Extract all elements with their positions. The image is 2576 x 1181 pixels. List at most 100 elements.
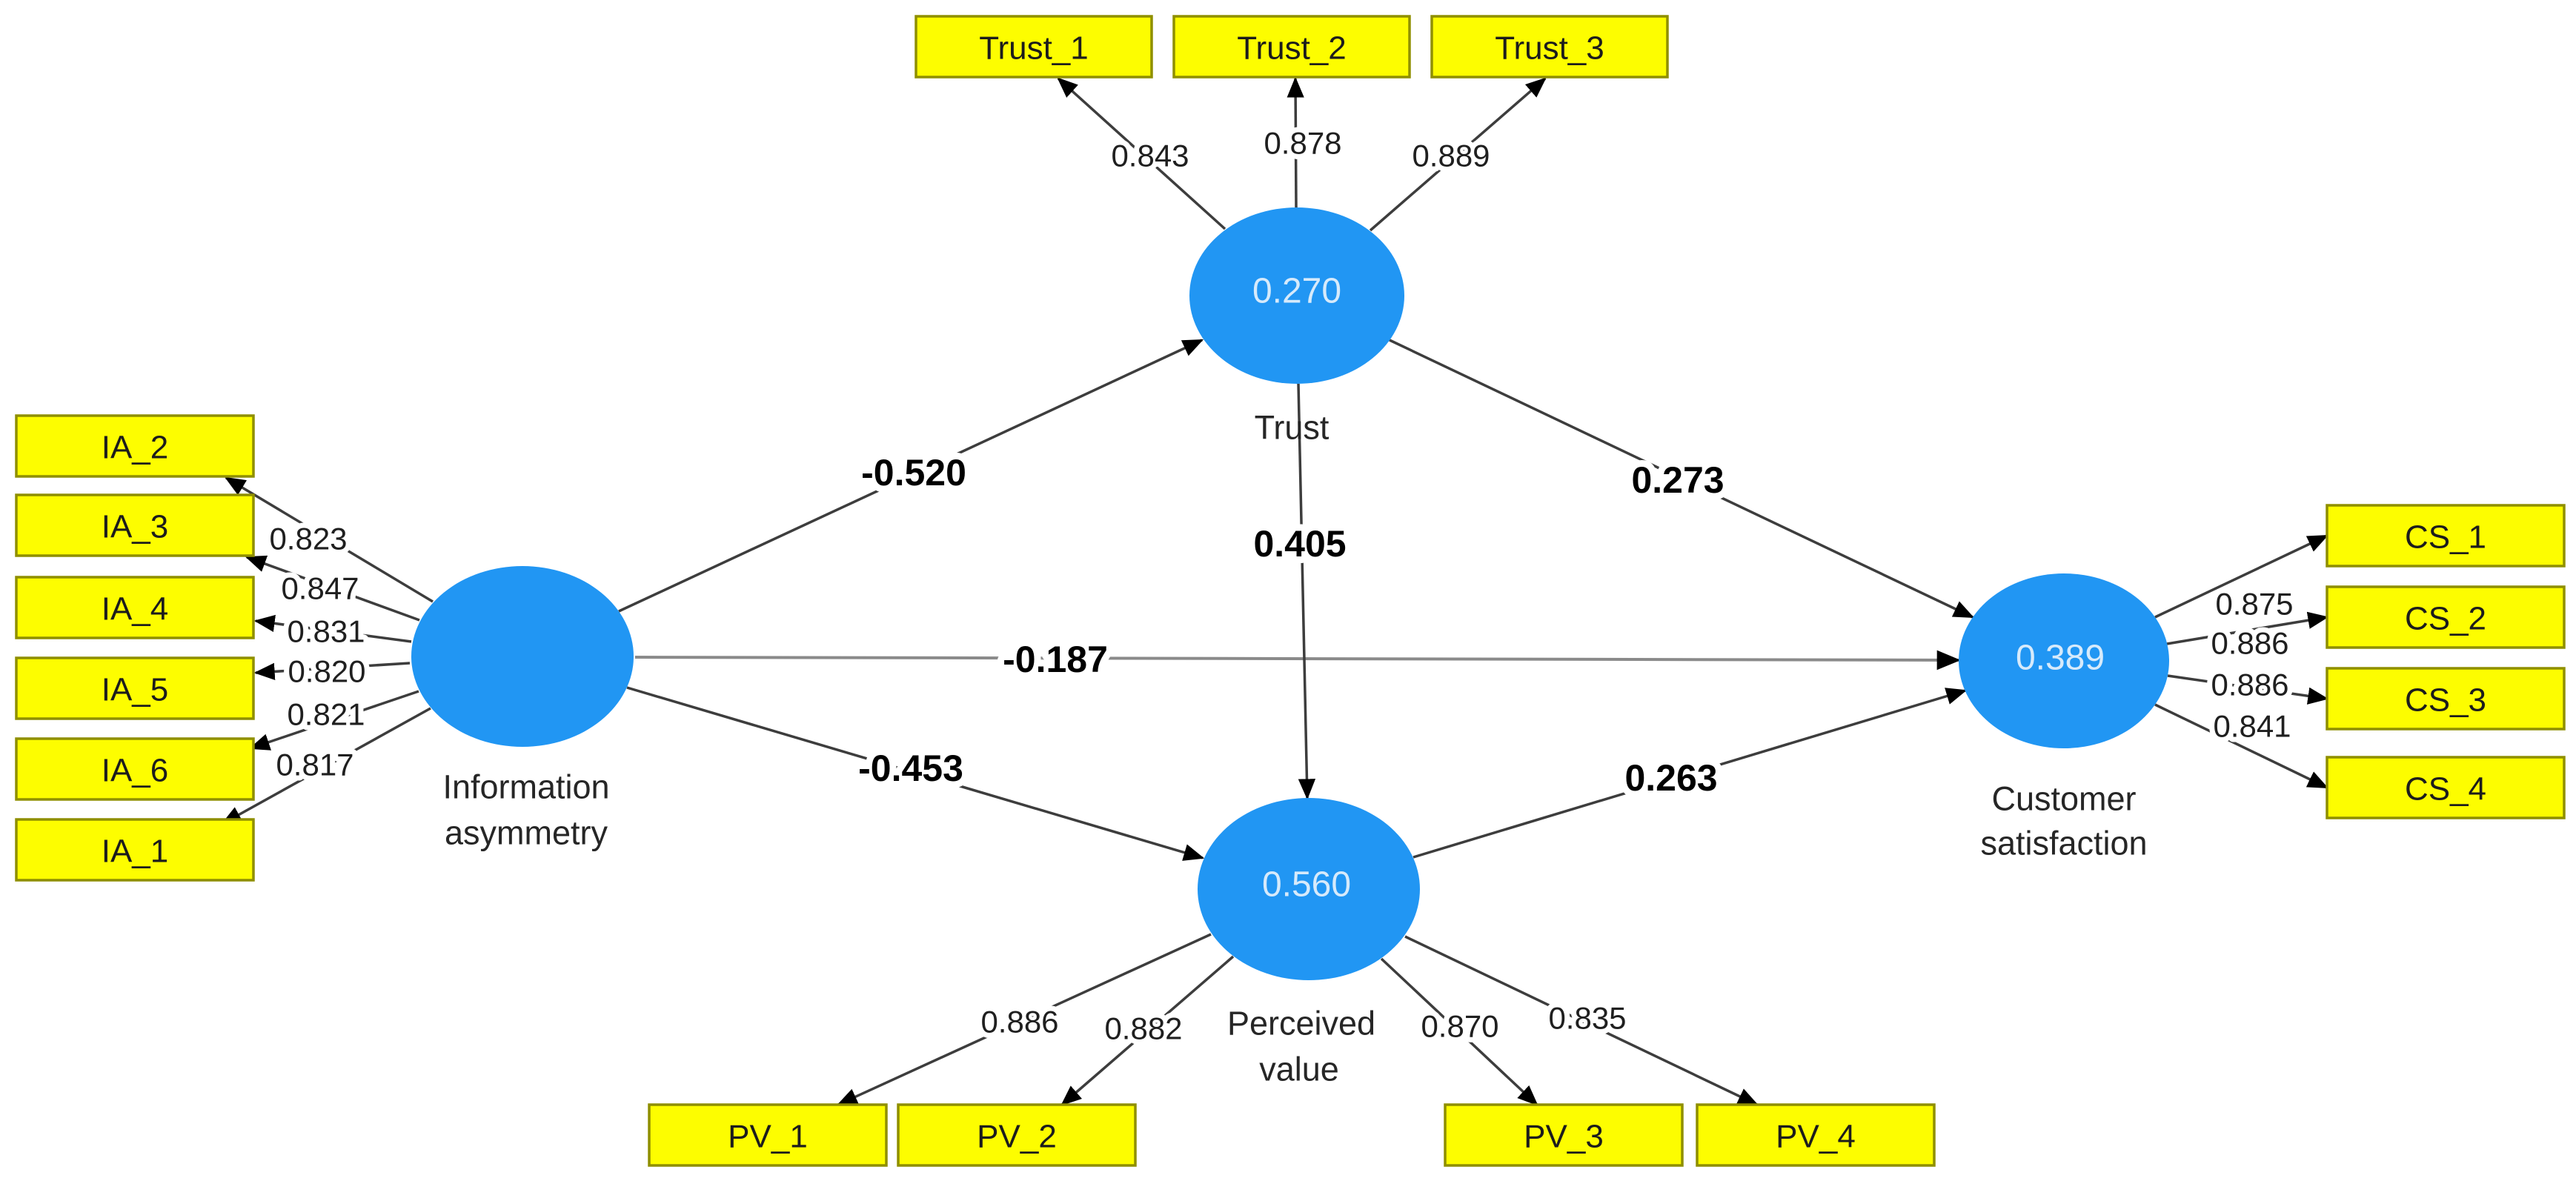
loading-value-pv-4: 0.835 <box>1548 1001 1626 1036</box>
indicator-box-cs-4[interactable] <box>2326 756 2566 819</box>
construct-ellipse-perceived-value[interactable] <box>1198 798 1420 980</box>
indicator-box-pv-1[interactable] <box>648 1103 888 1167</box>
indicator-box-cs-2[interactable] <box>2326 585 2566 649</box>
indicator-ia-1: IA_1 <box>15 818 255 882</box>
indicator-box-ia-6[interactable] <box>15 737 255 801</box>
construct-ellipse-trust[interactable] <box>1189 207 1404 384</box>
path-arrow-trust-to-pv[interactable] <box>1297 383 1316 800</box>
indicator-arrow-pv-4[interactable] <box>1404 935 1759 1106</box>
indicator-trust-2: Trust_2 <box>1172 15 1411 79</box>
indicator-label-pv-1: PV_1 <box>728 1119 808 1155</box>
loading-value-ia-5: 0.820 <box>288 654 365 689</box>
indicator-label-ia-1: IA_1 <box>102 834 169 870</box>
indicator-box-ia-2[interactable] <box>15 414 255 478</box>
indicator-arrow-cs-3[interactable] <box>2167 674 2329 705</box>
indicator-label-pv-4: PV_4 <box>1776 1119 1856 1155</box>
construct-ellipse-customer-satisfaction[interactable] <box>1959 573 2169 748</box>
indicator-box-ia-5[interactable] <box>15 656 255 720</box>
indicator-box-pv-3[interactable] <box>1444 1103 1684 1167</box>
indicator-ia-2: IA_2 <box>15 414 255 478</box>
indicator-arrow-cs-1[interactable] <box>2154 534 2329 619</box>
indicator-label-pv-2: PV_2 <box>977 1119 1057 1155</box>
indicator-label-trust-1: Trust_1 <box>979 30 1089 67</box>
loading-value-trust-3: 0.889 <box>1412 139 1490 173</box>
path-arrow-ia-to-cs[interactable] <box>634 650 1961 671</box>
indicator-box-trust-1[interactable] <box>914 15 1153 79</box>
loading-value-cs-2: 0.886 <box>2211 626 2288 661</box>
indicator-cs-4: CS_4 <box>2326 756 2566 819</box>
indicator-arrow-cs-2[interactable] <box>2166 611 2329 645</box>
indicator-pv-2: PV_2 <box>897 1103 1137 1167</box>
indicator-box-cs-1[interactable] <box>2326 504 2566 568</box>
path-arrow-pv-to-cs[interactable] <box>1413 688 1968 859</box>
path-arrow-ia-to-trust[interactable] <box>618 339 1204 613</box>
loading-labels: 0.843 0.878 0.889 0.823 0.847 0.831 0.82… <box>264 121 2298 1051</box>
r-squared-perceived-value: 0.560 <box>1262 865 1351 905</box>
loading-value-pv-1: 0.886 <box>980 1005 1058 1039</box>
indicator-arrow-ia-4[interactable] <box>253 614 412 643</box>
indicator-ia-4: IA_4 <box>15 576 255 639</box>
construct-ellipse-information-asymmetry[interactable] <box>411 566 634 747</box>
coef-trust-to-pv: 0.405 <box>1253 523 1346 565</box>
indicator-arrow-cs-4[interactable] <box>2154 703 2329 789</box>
indicator-box-cs-3[interactable] <box>2326 667 2566 731</box>
path-arrow-ia-to-pv[interactable] <box>626 686 1205 861</box>
loading-value-ia-3: 0.847 <box>281 571 359 606</box>
indicator-label-ia-2: IA_2 <box>102 430 169 466</box>
indicator-arrow-trust-3[interactable] <box>1369 77 1547 232</box>
indicator-cs-3: CS_3 <box>2326 667 2566 731</box>
indicator-arrow-pv-2[interactable] <box>1060 955 1235 1106</box>
indicator-arrows <box>220 76 2329 1106</box>
indicator-trust-3: Trust_3 <box>1430 15 1669 79</box>
loading-value-cs-1: 0.875 <box>2215 587 2293 622</box>
construct-label-trust: Trust <box>1255 409 1330 447</box>
construct-label-information-asymmetry-line1: Information <box>442 768 609 806</box>
indicator-box-ia-1[interactable] <box>15 818 255 882</box>
coef-trust-to-cs: 0.273 <box>1631 459 1724 501</box>
indicator-box-trust-2[interactable] <box>1172 15 1411 79</box>
indicator-label-cs-2: CS_2 <box>2405 601 2486 637</box>
indicator-arrow-pv-3[interactable] <box>1380 957 1538 1106</box>
indicator-pv-4: PV_4 <box>1696 1103 1936 1167</box>
indicator-box-ia-4[interactable] <box>15 576 255 639</box>
indicator-box-ia-3[interactable] <box>15 493 255 557</box>
loading-value-trust-2: 0.878 <box>1264 126 1341 161</box>
indicator-arrow-ia-3[interactable] <box>245 555 420 622</box>
indicator-arrow-ia-1[interactable] <box>220 707 431 825</box>
indicator-box-pv-4[interactable] <box>1696 1103 1936 1167</box>
indicator-pv-1: PV_1 <box>648 1103 888 1167</box>
construct-information-asymmetry: Information asymmetry <box>411 566 634 852</box>
indicator-label-cs-4: CS_4 <box>2405 771 2486 808</box>
indicator-pv-3: PV_3 <box>1444 1103 1684 1167</box>
indicator-arrow-trust-1[interactable] <box>1057 77 1226 230</box>
indicator-arrow-trust-2[interactable] <box>1287 76 1304 208</box>
coef-ia-to-cs: -0.187 <box>1003 639 1108 680</box>
indicator-label-ia-4: IA_4 <box>102 591 169 628</box>
loading-value-ia-6: 0.821 <box>287 697 365 732</box>
loading-value-pv-3: 0.870 <box>1421 1009 1498 1044</box>
indicator-ia-5: IA_5 <box>15 656 255 720</box>
indicator-arrow-ia-6[interactable] <box>248 690 419 751</box>
coef-ia-to-pv: -0.453 <box>858 748 963 789</box>
construct-trust: 0.270 Trust <box>1189 207 1404 447</box>
path-arrow-trust-to-cs[interactable] <box>1389 339 1975 619</box>
indicator-ia-6: IA_6 <box>15 737 255 801</box>
indicator-label-trust-2: Trust_2 <box>1237 30 1347 67</box>
indicator-label-ia-6: IA_6 <box>102 753 169 789</box>
coef-pv-to-cs: 0.263 <box>1624 757 1717 799</box>
indicator-box-pv-2[interactable] <box>897 1103 1137 1167</box>
indicator-arrow-ia-2[interactable] <box>224 476 434 603</box>
indicator-label-trust-3: Trust_3 <box>1495 30 1604 67</box>
construct-label-customer-satisfaction-line2: satisfaction <box>1980 825 2147 862</box>
indicator-arrow-pv-1[interactable] <box>836 933 1212 1106</box>
indicator-box-trust-3[interactable] <box>1430 15 1669 79</box>
r-squared-customer-satisfaction: 0.389 <box>2016 639 2105 678</box>
indicator-ia-3: IA_3 <box>15 493 255 557</box>
loading-value-cs-4: 0.841 <box>2213 709 2291 744</box>
loading-value-pv-2: 0.882 <box>1104 1011 1182 1046</box>
structural-paths <box>618 339 1975 861</box>
construct-label-perceived-value-line2: value <box>1259 1051 1339 1088</box>
indicator-arrow-ia-5[interactable] <box>253 662 411 681</box>
construct-perceived-value: 0.560 Perceived value <box>1198 798 1420 1088</box>
